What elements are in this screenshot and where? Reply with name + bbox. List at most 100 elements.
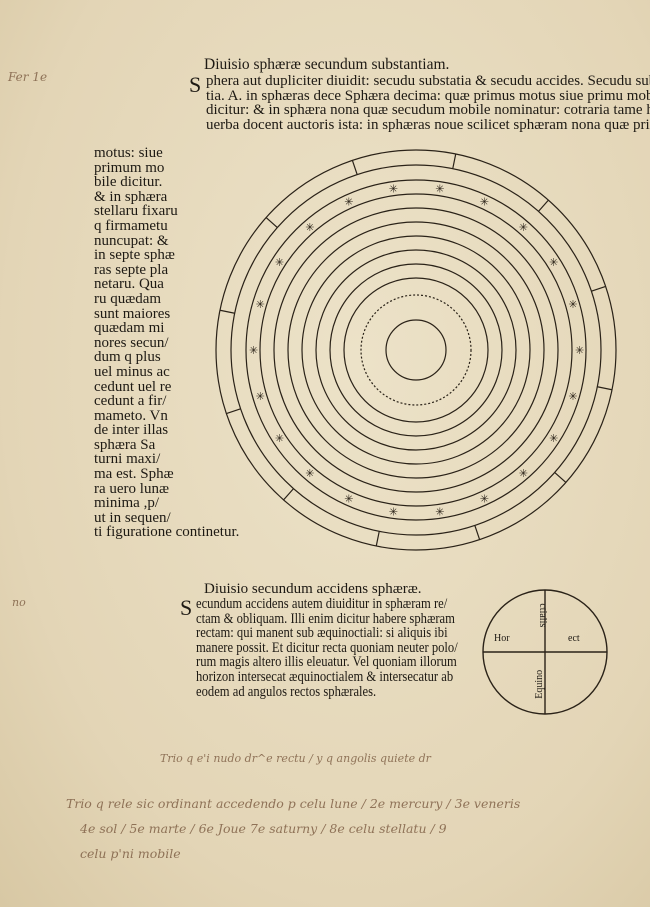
text-line: ut in sequen/ bbox=[94, 509, 171, 526]
text-line: rum magis altero illis eleuatur. Vel quo… bbox=[196, 654, 457, 671]
text-line: q firmametu bbox=[94, 217, 168, 234]
handwritten-line-3: 4e sol / 5e marte / 6e Joue 7e saturny /… bbox=[80, 821, 447, 836]
text-line: tia. A. in sphæras dece Sphæra decima: q… bbox=[206, 87, 650, 104]
text-line: cedunt a fir/ bbox=[94, 393, 167, 410]
diagram-label-top: ctialis bbox=[537, 603, 549, 628]
text-line: nuncupat: & bbox=[94, 232, 169, 249]
text-line: dum q plus bbox=[94, 349, 161, 366]
zodiac-divider bbox=[597, 386, 613, 391]
text-line: motus: siue bbox=[94, 145, 163, 161]
text-line: primum mo bbox=[94, 159, 165, 176]
text-line: manere possit. Et dicitur recta quoniam … bbox=[196, 639, 458, 656]
text-line: mameto. Vn bbox=[94, 407, 168, 424]
diagram-label-right: ect bbox=[568, 633, 580, 644]
handwritten-line-1: Trio q e'i nudo dr^e rectu / y q angolis… bbox=[160, 752, 431, 765]
sphere-ring bbox=[343, 277, 489, 423]
star-mark: ✳ bbox=[389, 184, 398, 196]
sphere-ring bbox=[287, 221, 545, 479]
zodiac-divider bbox=[226, 408, 241, 415]
sphere-ring bbox=[315, 249, 517, 451]
zodiac-divider bbox=[351, 160, 358, 175]
text-line: dicitur: & in sphæra nona quæ secudum mo… bbox=[206, 102, 650, 119]
text-line: quædam mi bbox=[94, 320, 165, 337]
star-mark: ✳ bbox=[389, 506, 398, 518]
sphere-ring bbox=[301, 235, 531, 465]
earth-core bbox=[385, 319, 447, 381]
initial-letter: S bbox=[189, 72, 202, 97]
text-line: eodem ad angulos rectos sphærales. bbox=[196, 683, 377, 700]
handwritten-line-2: Trio q rele sic ordinant accedendo p cel… bbox=[66, 796, 521, 811]
earth-icon bbox=[360, 294, 472, 406]
text-line: rectam: qui manent sub æquinoctiali: si … bbox=[196, 625, 448, 642]
star-mark: ✳ bbox=[575, 345, 584, 357]
sphere-ring bbox=[230, 164, 602, 536]
text-line: bile dicitur. bbox=[94, 174, 163, 191]
text-line: phera aut dupliciter diuidit: secudu sub… bbox=[206, 73, 650, 89]
star-mark: ✳ bbox=[568, 391, 577, 403]
zodiac-divider bbox=[283, 488, 294, 501]
star-mark: ✳ bbox=[275, 433, 284, 445]
subheading: Diuisio secundum accidens sphæræ. bbox=[204, 581, 422, 597]
heading: Diuisio sphæræ secundum substantiam. bbox=[204, 56, 450, 73]
zodiac-divider bbox=[452, 153, 457, 169]
marginal-note-mid-left: no bbox=[12, 596, 26, 609]
star-mark: ✳ bbox=[344, 493, 353, 505]
text-line: ra uero lunæ bbox=[94, 480, 169, 497]
sphere-ring bbox=[259, 193, 573, 507]
handwritten-line-4: celu p'ni mobile bbox=[80, 846, 181, 861]
text-line: minima ,p/ bbox=[94, 495, 159, 512]
star-mark: ✳ bbox=[549, 433, 558, 445]
text-line: ctam & obliquam. Illi enim dicitur haber… bbox=[196, 610, 455, 627]
marginal-note-top-left: Fer 1e bbox=[8, 70, 48, 84]
sphere-ring bbox=[329, 263, 503, 437]
zodiac-divider bbox=[265, 217, 278, 228]
star-mark: ✳ bbox=[519, 222, 528, 234]
text-line: stellaru fixaru bbox=[94, 203, 178, 220]
initial-letter-2: S bbox=[180, 595, 193, 620]
section-paragraph: ecundum accidens autem diuiditur in sphæ… bbox=[196, 597, 458, 699]
text-line: uel minus ac bbox=[94, 363, 170, 380]
star-mark: ✳ bbox=[435, 506, 444, 518]
text-line: ecundum accidens autem diuiditur in sphæ… bbox=[196, 596, 448, 612]
zodiac-divider bbox=[474, 525, 481, 540]
star-mark: ✳ bbox=[305, 468, 314, 480]
sphere-ring bbox=[273, 207, 559, 493]
zodiac-divider bbox=[538, 199, 549, 212]
text-line: sunt maiores bbox=[94, 305, 171, 322]
equinoctial-diagram bbox=[482, 589, 608, 715]
star-mark: ✳ bbox=[256, 391, 265, 403]
star-mark: ✳ bbox=[480, 493, 489, 505]
star-mark: ✳ bbox=[249, 345, 258, 357]
text-line: ma est. Sphæ bbox=[94, 466, 174, 483]
star-mark: ✳ bbox=[568, 299, 577, 311]
text-line: nores secun/ bbox=[94, 334, 169, 351]
star-mark: ✳ bbox=[435, 184, 444, 196]
star-mark: ✳ bbox=[549, 257, 558, 269]
star-mark: ✳ bbox=[519, 468, 528, 480]
text-line: ti figuratione continetur. bbox=[94, 524, 240, 541]
diagram-label-bottom: Equino bbox=[534, 669, 546, 699]
diagram-label-left: Hor bbox=[494, 633, 510, 644]
text-line: de inter illas bbox=[94, 422, 169, 439]
text-line: netaru. Qua bbox=[94, 276, 164, 293]
text-line: ru quædam bbox=[94, 290, 162, 307]
text-line: horizon intersecat æquinoctialem & inter… bbox=[196, 668, 454, 685]
text-line: sphæra Sa bbox=[94, 436, 156, 453]
star-mark: ✳ bbox=[256, 299, 265, 311]
star-mark: ✳ bbox=[275, 257, 284, 269]
zodiac-divider bbox=[554, 472, 567, 483]
star-mark: ✳ bbox=[480, 197, 489, 209]
text-line: in septe sphæ bbox=[94, 247, 175, 264]
sphere-ring bbox=[215, 149, 617, 551]
zodiac-divider bbox=[375, 531, 380, 547]
sphere-ring bbox=[245, 179, 587, 521]
text-line: uerba docent auctoris ista: in sphæras n… bbox=[206, 116, 650, 133]
zodiac-divider bbox=[219, 309, 235, 314]
star-mark: ✳ bbox=[305, 222, 314, 234]
text-line: ras septe pla bbox=[94, 261, 169, 278]
text-line: turni maxi/ bbox=[94, 451, 161, 468]
text-line: cedunt uel re bbox=[94, 378, 172, 395]
